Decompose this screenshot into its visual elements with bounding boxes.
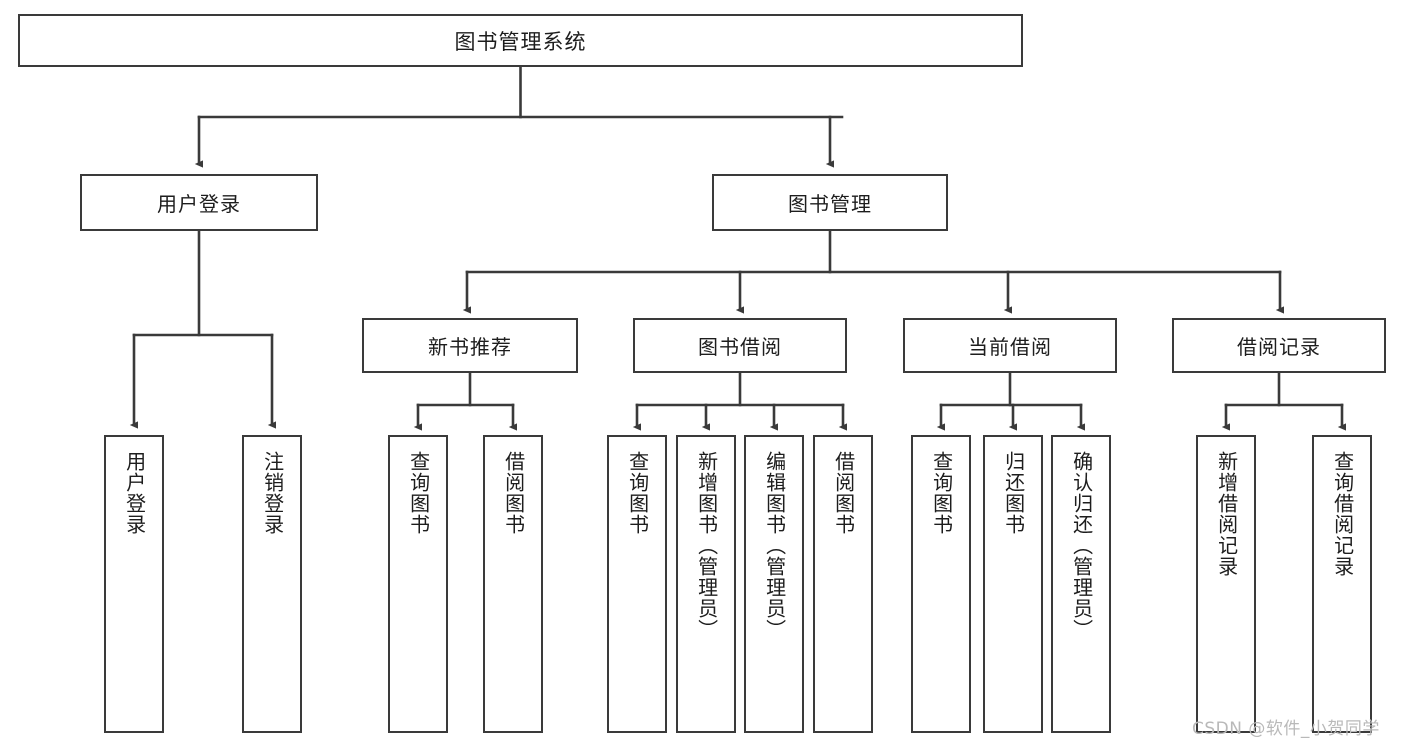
leaf-node-label: 查询图书 bbox=[929, 451, 954, 535]
node-borrow-records[interactable]: 借阅记录 bbox=[1172, 318, 1386, 373]
leaf-node-label: 查询图书 bbox=[406, 451, 431, 535]
leaf-node-label: 新增图书（管理员） bbox=[694, 451, 719, 640]
leaf-node[interactable]: 借阅图书 bbox=[813, 435, 873, 733]
leaf-node[interactable]: 用户登录 bbox=[104, 435, 164, 733]
leaf-node[interactable]: 新增图书（管理员） bbox=[676, 435, 736, 733]
leaf-node-label: 借阅图书 bbox=[501, 451, 526, 535]
leaf-node[interactable]: 查询图书 bbox=[607, 435, 667, 733]
leaf-node[interactable]: 归还图书 bbox=[983, 435, 1043, 733]
node-user-login-label: 用户登录 bbox=[157, 192, 241, 216]
leaf-node[interactable]: 查询图书 bbox=[388, 435, 448, 733]
leaf-node[interactable]: 注销登录 bbox=[242, 435, 302, 733]
leaf-node-label: 归还图书 bbox=[1001, 451, 1026, 535]
leaf-node-label: 注销登录 bbox=[260, 451, 285, 535]
node-root-label: 图书管理系统 bbox=[454, 29, 587, 54]
leaf-node[interactable]: 编辑图书（管理员） bbox=[744, 435, 804, 733]
leaf-node-label: 借阅图书 bbox=[831, 451, 856, 535]
node-user-login[interactable]: 用户登录 bbox=[80, 174, 318, 231]
node-book-borrow-label: 图书借阅 bbox=[698, 335, 782, 359]
node-current-borrow[interactable]: 当前借阅 bbox=[903, 318, 1117, 373]
node-root[interactable]: 图书管理系统 bbox=[18, 14, 1023, 67]
node-new-book-recommend-label: 新书推荐 bbox=[428, 335, 512, 359]
leaf-node[interactable]: 新增借阅记录 bbox=[1196, 435, 1256, 733]
leaf-node-label: 编辑图书（管理员） bbox=[762, 451, 787, 640]
leaf-node[interactable]: 查询借阅记录 bbox=[1312, 435, 1372, 733]
leaf-node-label: 用户登录 bbox=[122, 451, 147, 535]
node-book-management-label: 图书管理 bbox=[788, 192, 872, 216]
leaf-node-label: 查询图书 bbox=[625, 451, 650, 535]
leaf-node-label: 新增借阅记录 bbox=[1214, 451, 1239, 577]
leaf-node-label: 查询借阅记录 bbox=[1330, 451, 1355, 577]
leaf-node[interactable]: 确认归还（管理员） bbox=[1051, 435, 1111, 733]
node-book-borrow[interactable]: 图书借阅 bbox=[633, 318, 847, 373]
node-current-borrow-label: 当前借阅 bbox=[968, 335, 1052, 359]
leaf-node[interactable]: 借阅图书 bbox=[483, 435, 543, 733]
node-borrow-records-label: 借阅记录 bbox=[1237, 335, 1321, 359]
leaf-node[interactable]: 查询图书 bbox=[911, 435, 971, 733]
leaf-node-label: 确认归还（管理员） bbox=[1069, 451, 1094, 640]
csdn-watermark: CSDN @软件_小贺同学 bbox=[1192, 719, 1380, 739]
node-new-book-recommend[interactable]: 新书推荐 bbox=[362, 318, 578, 373]
node-book-management[interactable]: 图书管理 bbox=[712, 174, 948, 231]
